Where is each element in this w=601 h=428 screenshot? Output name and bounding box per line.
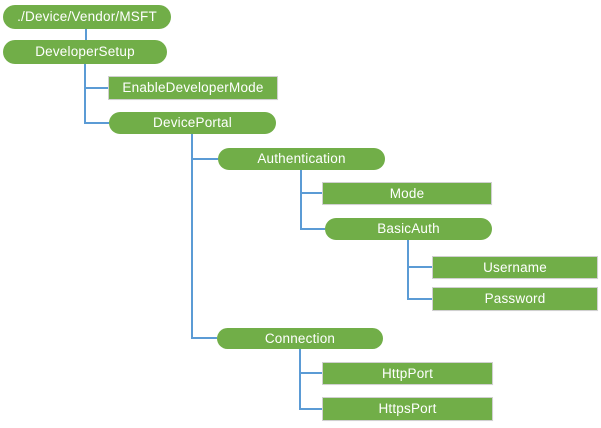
connector-segment (300, 170, 302, 230)
connector-segment (299, 372, 323, 374)
connector-segment (407, 266, 433, 268)
node-device-vendor-msft: ./Device/Vendor/MSFT (3, 5, 171, 29)
node-username: Username (432, 256, 598, 279)
node-password: Password (432, 287, 598, 311)
connector-segment (299, 408, 323, 410)
node-https-port: HttpsPort (322, 397, 493, 421)
node-developer-setup: DeveloperSetup (3, 40, 167, 64)
connector-segment (300, 192, 323, 194)
node-connection: Connection (217, 328, 383, 349)
connector-segment (191, 337, 217, 339)
connector-segment (407, 298, 433, 300)
connector-segment (84, 87, 109, 89)
node-device-portal: DevicePortal (109, 112, 276, 134)
node-mode: Mode (322, 182, 492, 205)
connector-segment (299, 349, 301, 409)
node-enable-developer-mode: EnableDeveloperMode (108, 76, 278, 100)
connector-segment (84, 122, 109, 124)
connector-segment (300, 228, 325, 230)
node-basic-auth: BasicAuth (325, 218, 492, 240)
connector-segment (407, 240, 409, 300)
connector-segment (85, 29, 87, 41)
connector-segment (191, 158, 218, 160)
node-authentication: Authentication (218, 148, 385, 170)
connector-segment (84, 64, 86, 124)
connector-segment (191, 134, 193, 339)
node-http-port: HttpPort (322, 362, 493, 385)
